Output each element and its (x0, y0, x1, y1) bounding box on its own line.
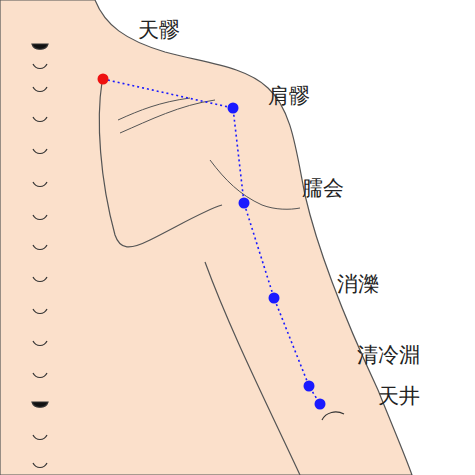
acupoint-label: 天井 (378, 384, 420, 408)
vertebra-mark (33, 149, 47, 154)
deltoid-line (210, 160, 300, 209)
vertebra-mark (33, 117, 47, 122)
vertebra-mark (32, 44, 48, 49)
scapula-spine-line (118, 98, 190, 120)
vertebra-mark (33, 215, 47, 220)
acupoint-label: 肩髎 (268, 84, 310, 108)
body-silhouette (0, 0, 412, 475)
vertebra-mark (33, 373, 47, 378)
vertebra-mark (33, 182, 47, 187)
elbow-mark (322, 412, 344, 420)
vertebra-mark (33, 341, 47, 346)
vertebra-mark (33, 245, 47, 250)
scapula-outline (99, 82, 222, 247)
vertebra-mark (33, 463, 47, 468)
meridian-path (103, 79, 320, 404)
vertebra-mark (33, 435, 47, 440)
arm-inner-edge (205, 262, 300, 475)
vertebra-mark (33, 64, 47, 69)
acupoint-dot (98, 74, 109, 85)
acupoint-dot (304, 381, 315, 392)
acupoint-dot (228, 103, 239, 114)
acupoint-label: 臑会 (302, 176, 344, 200)
acupoint-label: 天髎 (138, 18, 180, 42)
vertebra-mark (33, 277, 47, 282)
acupoint-dot (269, 293, 280, 304)
acupoint-label: 清冷淵 (357, 343, 420, 367)
acupoint-label: 消濼 (337, 272, 379, 296)
scapula-spine-line (120, 100, 215, 133)
vertebra-mark (32, 402, 48, 407)
acupoint-dot (315, 399, 326, 410)
acupoint-dot (239, 198, 250, 209)
vertebra-mark (33, 309, 47, 314)
spine-marks (32, 44, 48, 468)
vertebra-mark (33, 87, 47, 92)
